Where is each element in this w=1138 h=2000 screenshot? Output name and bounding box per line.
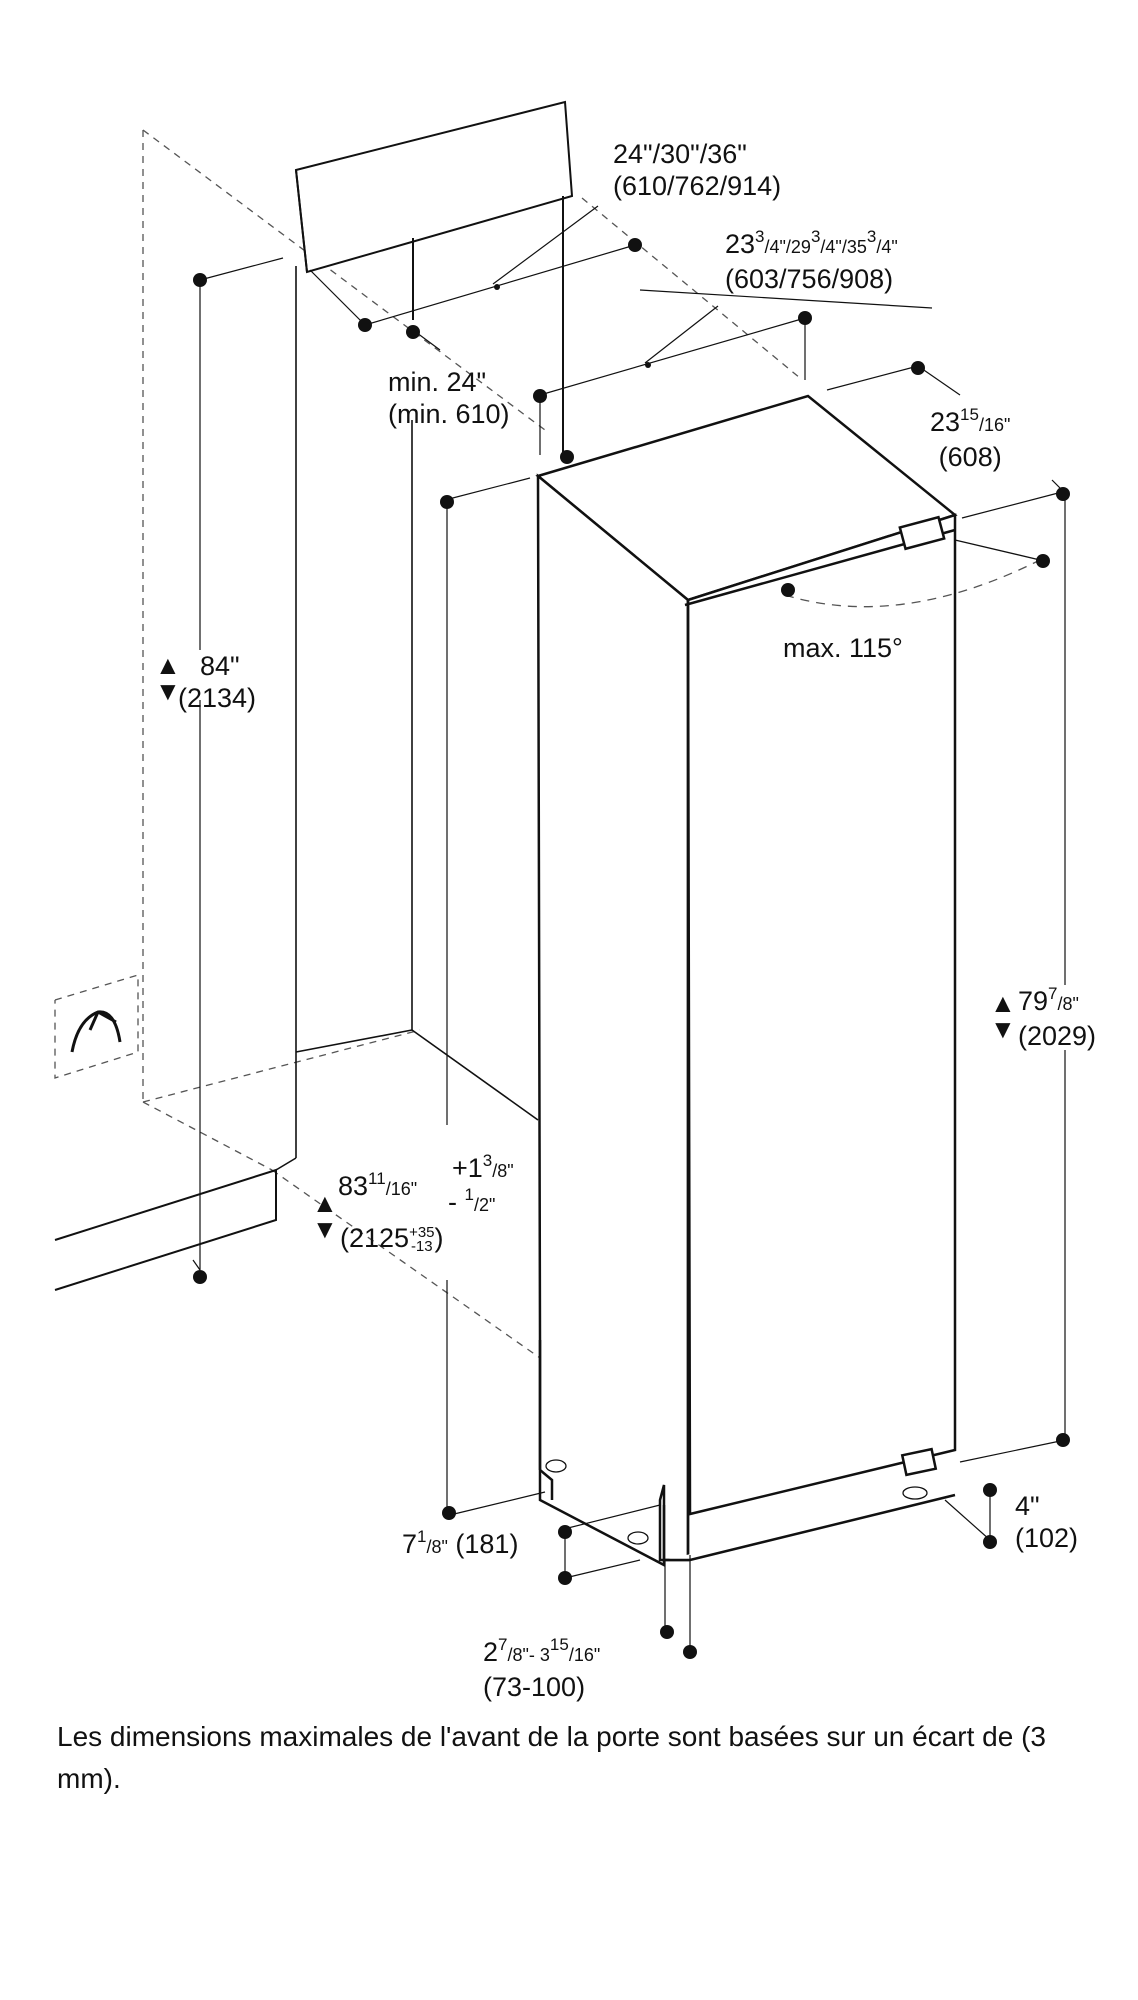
- outlet-icon: [70, 1010, 122, 1053]
- height-total-label: 84" (2134): [178, 650, 256, 714]
- toe-kick-label: 27/8"- 315/16" (73-100): [483, 1636, 600, 1703]
- niche-tolerance-plus: +13/8": [452, 1150, 514, 1183]
- min-depth-inch: min. 24": [388, 367, 487, 397]
- depth-inch: 2315/16": [930, 404, 1011, 437]
- dimension-points: [193, 238, 1070, 1659]
- installation-diagram: [54, 100, 1070, 1659]
- up-down-arrow-icon: ▲▼: [155, 650, 181, 706]
- niche-tolerance-minus: - 1/2": [448, 1184, 496, 1217]
- up-down-arrow-icon: ▲▼: [312, 1188, 338, 1244]
- door-angle-label: max. 115°: [783, 633, 903, 663]
- appliance-height-mm: (2029): [1018, 1021, 1097, 1051]
- niche-height-label: 8311/16": [338, 1170, 417, 1205]
- height-total-mm: (2134): [178, 683, 257, 713]
- height-total-inch: 84": [200, 651, 240, 681]
- panel-widths-inch: 24"/30"/36": [613, 139, 747, 169]
- up-down-arrow-icon: ▲▼: [990, 988, 1016, 1044]
- cabinet-widths-mm: (603/756/908): [725, 264, 894, 294]
- base-depth-label: 71/8" (181): [402, 1526, 519, 1559]
- min-depth-label: min. 24" (min. 610): [388, 366, 510, 430]
- caption-note: Les dimensions maximales de l'avant de l…: [57, 1721, 1046, 1794]
- plinth-height-mm: (102): [1015, 1523, 1079, 1553]
- min-depth-mm: (min. 610): [388, 399, 510, 429]
- dimension-lines: [192, 205, 1066, 1650]
- foot: [627, 1531, 649, 1545]
- side-wall: [54, 266, 539, 1291]
- toe-kick-inch: 27/8"- 315/16": [483, 1634, 601, 1667]
- plinth-height-label: 4" (102): [1015, 1490, 1078, 1554]
- appliance-height-inch: 797/8": [1018, 983, 1079, 1016]
- cabinet-widths-label: 233/4"/293/4"/353/4" (603/756/908): [725, 228, 898, 295]
- appliance-body: [535, 394, 958, 1568]
- appliance-height-label: 797/8" (2029): [1018, 985, 1096, 1052]
- toe-kick-mm: (73-100): [483, 1672, 586, 1702]
- decor-panel: [294, 100, 574, 460]
- panel-widths-label: 24"/30"/36" (610/762/914): [613, 138, 781, 202]
- cabinet-widths-inch: 233/4"/293/4"/353/4": [725, 226, 898, 259]
- foot: [545, 1459, 567, 1473]
- depth-mm: (608): [938, 442, 1002, 472]
- panel-widths-mm: (610/762/914): [613, 171, 782, 201]
- foot: [902, 1486, 928, 1500]
- depth-label: 2315/16" (608): [930, 406, 1010, 473]
- niche-height-inch: 8311/16": [338, 1168, 418, 1201]
- niche-outline: [54, 129, 801, 1401]
- door-swing-arc: [784, 559, 1041, 608]
- niche-height-mm: (2125+35-13): [340, 1223, 444, 1255]
- plinth-height-inch: 4": [1015, 1491, 1040, 1521]
